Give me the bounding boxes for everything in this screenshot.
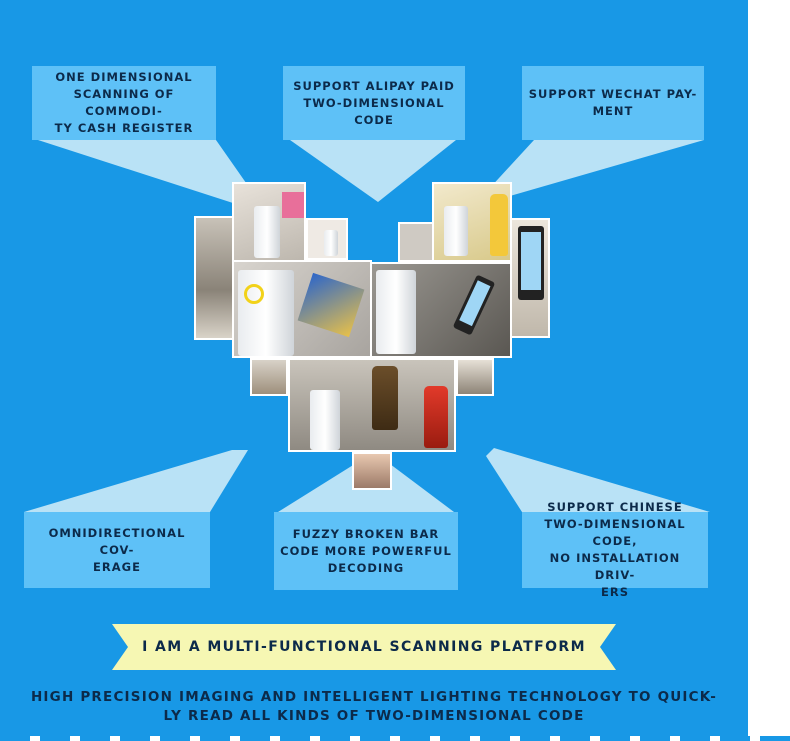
- headline-banner: I AM A MULTI-FUNCTIONAL SCANNING PLATFOR…: [112, 624, 616, 670]
- phone-screen: [521, 232, 541, 290]
- photo-store-right: [456, 358, 494, 396]
- phone-screen: [459, 280, 491, 327]
- bottom-edge-strip: [0, 736, 790, 741]
- callout-line: TWO-DIMENSIONAL CODE: [303, 95, 445, 127]
- bottle-image: [490, 194, 508, 256]
- photo-small-device: [398, 222, 434, 262]
- scanner-image: [238, 270, 294, 356]
- bottle-image: [424, 386, 448, 448]
- callout-top-right: SUPPORT WECHAT PAY- MENT: [522, 66, 704, 140]
- photo-small-scanner: [306, 218, 348, 260]
- beam-top-center: [290, 140, 456, 202]
- beam-top-right: [488, 140, 704, 196]
- scanner-image: [310, 390, 340, 450]
- callout-line: SUPPORT WECHAT PAY-: [528, 87, 698, 101]
- photo-phone-payment: [510, 218, 550, 338]
- callout-bottom-right: SUPPORT CHINESE TWO-DIMENSIONAL CODE, NO…: [522, 500, 708, 599]
- callout-line: FUZZY BROKEN BAR: [292, 526, 440, 541]
- callout-line: CODE MORE POWERFUL: [280, 543, 452, 558]
- callout-line: ONE DIMENSIONAL: [55, 70, 193, 84]
- photo-scanner-top-left: [232, 182, 306, 262]
- callout-top-left: ONE DIMENSIONAL SCANNING OF COMMODI- TY …: [32, 66, 216, 140]
- callout-line: SUPPORT ALIPAY PAID: [293, 78, 455, 93]
- callout-line: SUPPORT CHINESE: [547, 500, 683, 514]
- callout-line: DECODING: [327, 560, 405, 575]
- scanner-image: [444, 206, 468, 256]
- scanner-image: [324, 230, 338, 256]
- photo-scanner-closeup-left: [232, 260, 372, 358]
- callout-line: NO INSTALLATION DRIV-: [549, 551, 681, 582]
- callout-top-center: SUPPORT ALIPAY PAID TWO-DIMENSIONAL CODE: [283, 66, 465, 140]
- phone-image: [518, 226, 544, 300]
- footer-tagline: HIGH PRECISION IMAGING AND INTELLIGENT L…: [10, 688, 738, 726]
- footer-line: LY READ ALL KINDS OF TWO-DIMENSIONAL COD…: [163, 708, 585, 724]
- callout-line: SCANNING OF COMMODI-: [73, 87, 175, 118]
- scanner-image: [254, 206, 280, 258]
- callout-line: TY CASH REGISTER: [54, 121, 194, 135]
- bottle-image: [372, 366, 398, 430]
- photo-scanner-top-right: [432, 182, 512, 262]
- product-box-image: [282, 192, 304, 218]
- scanner-image: [376, 270, 416, 354]
- callout-line: TWO-DIMENSIONAL CODE,: [544, 517, 686, 548]
- phone-image: [452, 274, 496, 336]
- banner-text: I AM A MULTI-FUNCTIONAL SCANNING PLATFOR…: [142, 639, 586, 655]
- callout-bottom-left: OMNIDIRECTIONAL COV- ERAGE: [24, 512, 210, 588]
- beam-bottom-left: [24, 450, 248, 512]
- footer-line: HIGH PRECISION IMAGING AND INTELLIGENT L…: [30, 689, 718, 705]
- photo-store-left: [250, 358, 288, 396]
- photo-cashier-counter: [194, 216, 234, 340]
- scanner-light-ring: [244, 284, 264, 304]
- callout-line: ERS: [601, 585, 629, 599]
- callout-bottom-center: FUZZY BROKEN BAR CODE MORE POWERFUL DECO…: [274, 512, 458, 590]
- callout-line: OMNIDIRECTIONAL COV-: [48, 525, 186, 557]
- beam-top-left: [38, 140, 258, 204]
- photo-bottle-scan: [288, 358, 456, 452]
- photo-scanner-closeup-right: [370, 262, 512, 358]
- beam-bottom-right: [486, 448, 710, 512]
- callout-line: MENT: [592, 104, 634, 118]
- product-box-image: [297, 272, 365, 338]
- banner-shape: [112, 624, 616, 670]
- callout-line: ERAGE: [93, 559, 141, 574]
- poster-canvas: ONE DIMENSIONAL SCANNING OF COMMODI- TY …: [0, 0, 748, 741]
- photo-store-bottom: [352, 452, 392, 490]
